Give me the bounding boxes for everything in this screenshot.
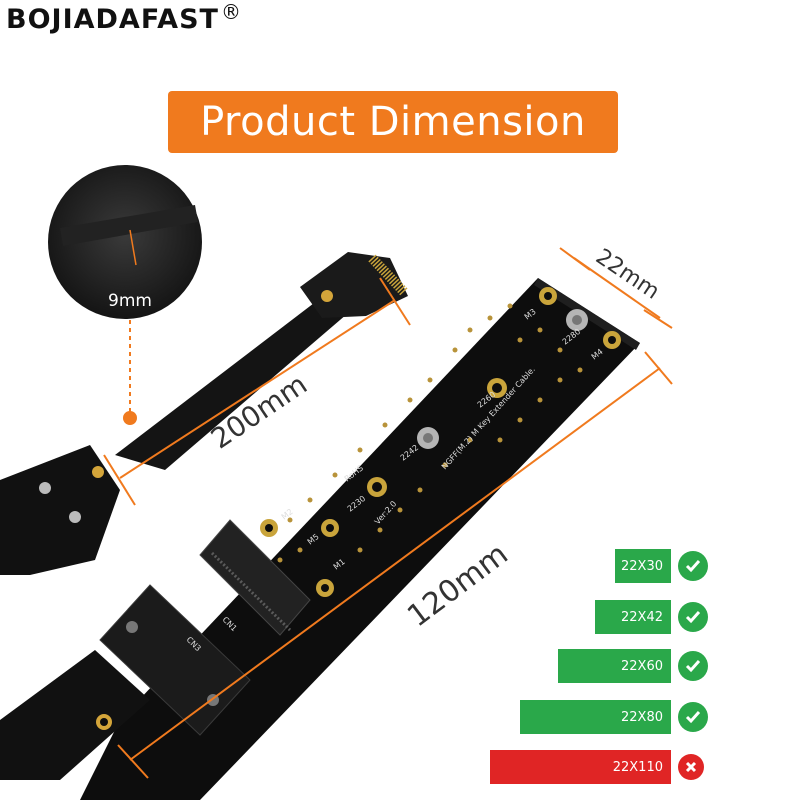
product-dimension-banner: Product Dimension [168, 91, 618, 153]
check-icon [678, 702, 708, 732]
check-icon [678, 551, 708, 581]
dim-200mm [119, 299, 396, 479]
bottom-cable [0, 650, 150, 780]
size-label: 22X42 [621, 609, 663, 625]
size-label: 22X110 [612, 759, 663, 775]
plug-hole [321, 290, 333, 302]
dimension-lines [103, 247, 673, 779]
check-icon [678, 602, 708, 632]
size-label: 22X60 [621, 658, 663, 674]
cross-icon [678, 754, 704, 780]
dim-120mm [129, 367, 661, 761]
ribbon-cable [115, 290, 375, 470]
brand-name: BOJIADAFAST [6, 4, 219, 35]
registered-mark: ® [220, 0, 242, 24]
size-bar-22x60: 22X60 [558, 649, 671, 683]
board-pads [260, 287, 621, 597]
size-bar-22x42: 22X42 [595, 600, 671, 634]
check-icon [678, 651, 708, 681]
size-bar-22x80: 22X80 [520, 700, 671, 734]
size-label: 22X80 [621, 709, 663, 725]
size-bar-22x30: 22X30 [615, 549, 671, 583]
size-bar-22x110: 22X110 [490, 750, 671, 784]
standoff-2280 [566, 309, 588, 331]
standoff-2242 [417, 427, 439, 449]
mark-m2: M2 [280, 507, 295, 521]
left-board-edge [0, 445, 120, 575]
cable-width-label: 9mm [108, 291, 152, 311]
banner-title: Product Dimension [200, 99, 586, 145]
brand-logo: BOJIADAFAST® [6, 0, 242, 35]
size-label: 22X30 [621, 558, 663, 574]
zoom-circle [48, 165, 202, 319]
m2-slot [199, 519, 311, 636]
board-vias [277, 303, 583, 563]
callout-dot [123, 411, 137, 425]
